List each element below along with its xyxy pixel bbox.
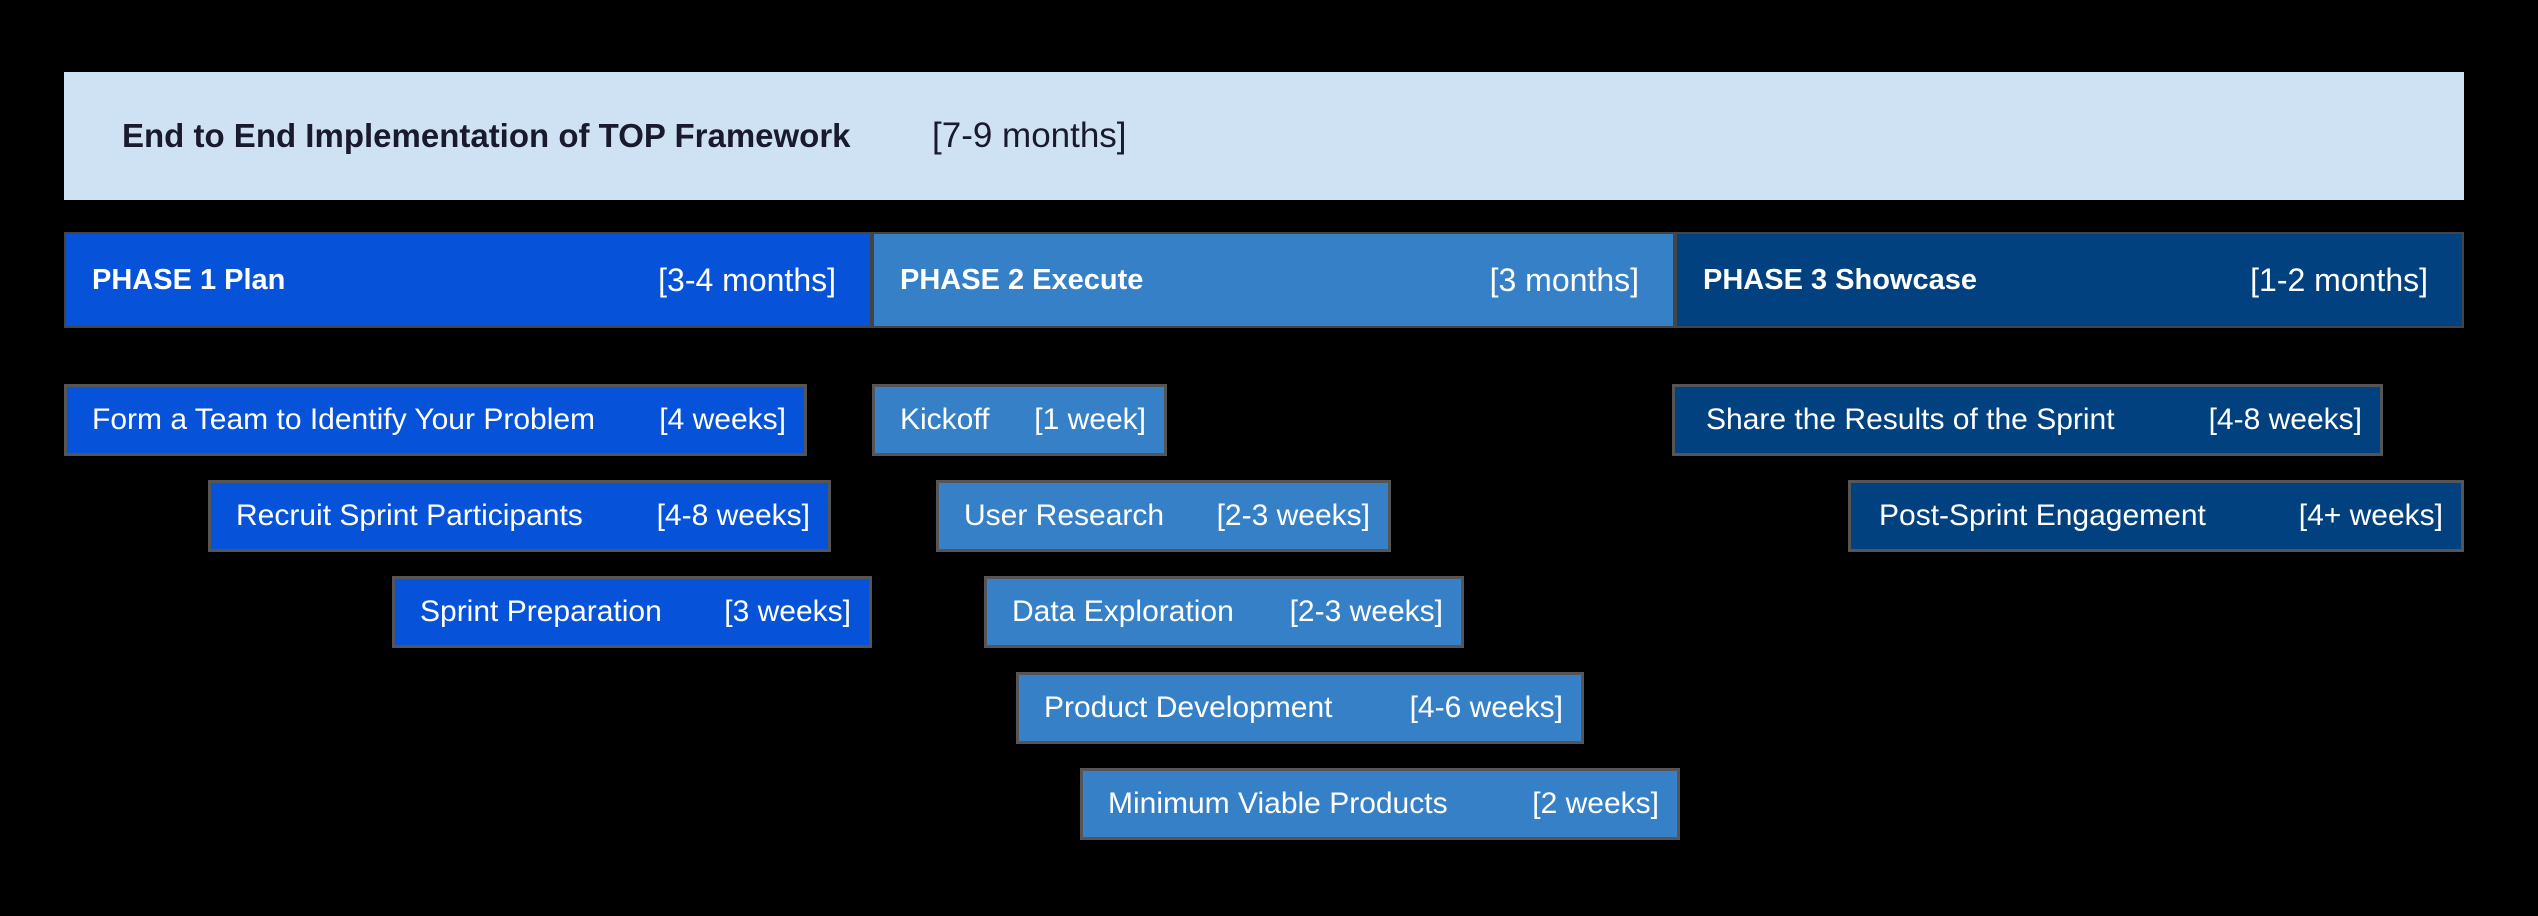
task-duration: [4-8 weeks]	[2208, 403, 2362, 436]
phase-1-label: PHASE 1 Plan	[92, 264, 286, 296]
phase-2-duration: [3 months]	[1489, 262, 1639, 298]
task-duration: [4-6 weeks]	[1409, 691, 1563, 724]
task-duration: [2-3 weeks]	[1216, 499, 1370, 532]
phase-2-bar: PHASE 2 Execute [3 months]	[872, 232, 1675, 328]
framework-duration: [7-9 months]	[932, 116, 1127, 155]
task-duration: [4-8 weeks]	[656, 499, 810, 532]
phase-1-duration: [3-4 months]	[658, 262, 836, 298]
task-duration: [3 weeks]	[724, 595, 851, 628]
task-label: Recruit Sprint Participants	[236, 499, 583, 532]
task-duration: [2 weeks]	[1532, 787, 1659, 820]
task-form-team: Form a Team to Identify Your Problem [4 …	[64, 384, 807, 456]
task-label: Minimum Viable Products	[1108, 787, 1448, 820]
task-product-development: Product Development [4-6 weeks]	[1016, 672, 1584, 744]
task-sprint-preparation: Sprint Preparation [3 weeks]	[392, 576, 872, 648]
task-label: Form a Team to Identify Your Problem	[92, 403, 596, 436]
task-label: Post-Sprint Engagement	[1879, 499, 2206, 532]
task-duration: [4 weeks]	[659, 403, 786, 436]
task-duration: [4+ weeks]	[2298, 499, 2443, 532]
phase-2-label: PHASE 2 Execute	[900, 264, 1144, 296]
task-label: Data Exploration	[1012, 595, 1234, 628]
framework-header: End to End Implementation of TOP Framewo…	[64, 72, 2464, 200]
task-share-results: Share the Results of the Sprint [4-8 wee…	[1672, 384, 2383, 456]
task-label: User Research	[964, 499, 1165, 532]
task-duration: [2-3 weeks]	[1289, 595, 1443, 628]
task-user-research: User Research [2-3 weeks]	[936, 480, 1391, 552]
task-post-sprint-engagement: Post-Sprint Engagement [4+ weeks]	[1848, 480, 2464, 552]
task-kickoff: Kickoff [1 week]	[872, 384, 1167, 456]
task-label: Sprint Preparation	[420, 595, 662, 628]
task-label: Product Development	[1044, 691, 1333, 724]
task-recruit-participants: Recruit Sprint Participants [4-8 weeks]	[208, 480, 831, 552]
task-minimum-viable-products: Minimum Viable Products [2 weeks]	[1080, 768, 1680, 840]
phase-3-label: PHASE 3 Showcase	[1703, 264, 1977, 296]
phase-3-bar: PHASE 3 Showcase [1-2 months]	[1675, 232, 2464, 328]
framework-title: End to End Implementation of TOP Framewo…	[122, 117, 851, 154]
phase-1-bar: PHASE 1 Plan [3-4 months]	[64, 232, 872, 328]
task-label: Kickoff	[900, 403, 990, 436]
task-duration: [1 week]	[1034, 403, 1146, 436]
phase-3-duration: [1-2 months]	[2250, 262, 2428, 298]
task-label: Share the Results of the Sprint	[1706, 403, 2115, 436]
task-data-exploration: Data Exploration [2-3 weeks]	[984, 576, 1464, 648]
